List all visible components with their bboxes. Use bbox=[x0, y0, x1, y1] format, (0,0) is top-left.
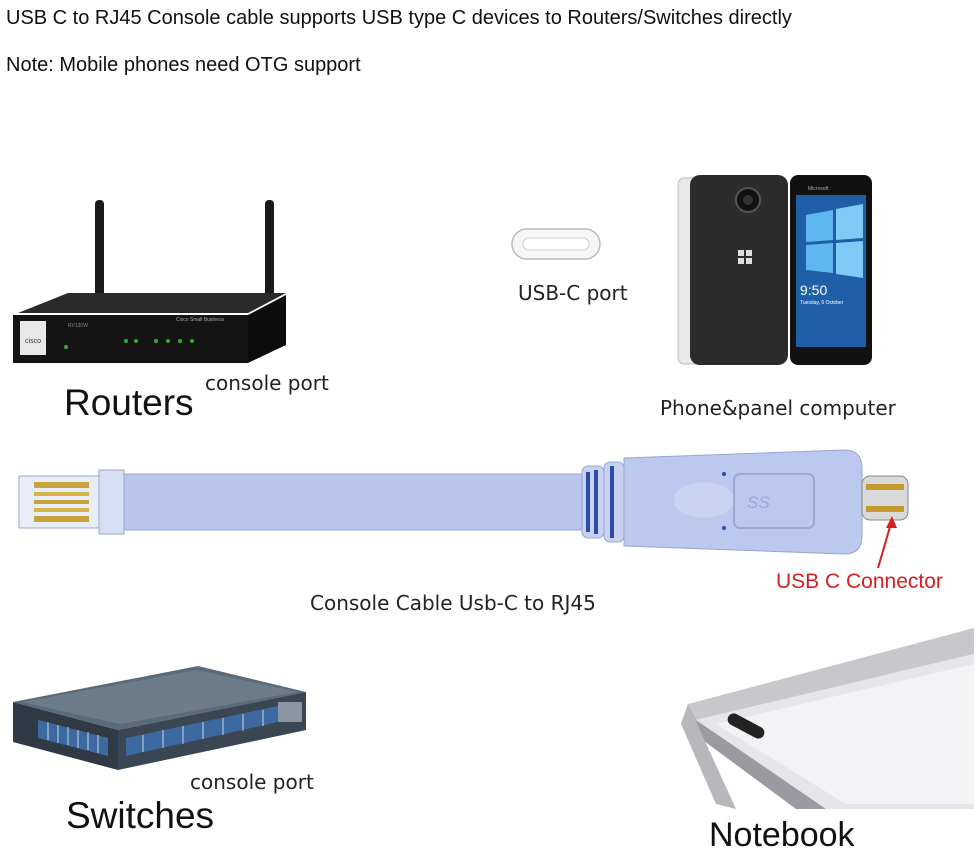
connector-arrow-icon bbox=[877, 516, 897, 569]
phone-brand-text: Microsoft bbox=[808, 186, 829, 192]
router-brand-text: Cisco Small Business bbox=[176, 317, 225, 323]
cable-label: Console Cable Usb-C to RJ45 bbox=[310, 591, 596, 615]
switch-console-port-label: console port bbox=[190, 770, 314, 794]
router-logo-text: cisco bbox=[25, 338, 41, 345]
phone-time: 9:50 bbox=[800, 282, 827, 298]
usb-c-port-icon bbox=[511, 228, 601, 260]
switch-label: Switches bbox=[66, 795, 215, 836]
phone-image: Microsoft 9:50 Tuesday, 6 October bbox=[677, 175, 872, 365]
router-model-text: RV130W bbox=[68, 323, 88, 329]
usb-c-port-label: USB-C port bbox=[518, 281, 628, 305]
notebook-label: Notebook bbox=[709, 816, 855, 854]
router-console-port-label: console port bbox=[205, 371, 329, 395]
notebook-image bbox=[681, 628, 974, 809]
cable-ss-logo: SS bbox=[747, 493, 770, 512]
router-image: cisco RV130W Cisco Small Business bbox=[13, 200, 286, 363]
usb-c-connector-label: USB C Connector bbox=[776, 570, 943, 593]
router-label: Routers bbox=[64, 382, 194, 423]
console-cable-image: SS bbox=[18, 449, 909, 555]
phone-label: Phone&panel computer bbox=[660, 396, 896, 420]
switch-image bbox=[13, 666, 306, 770]
header-line-1: USB C to RJ45 Console cable supports USB… bbox=[6, 7, 792, 29]
phone-date: Tuesday, 6 October bbox=[800, 300, 844, 306]
header-line-2: Note: Mobile phones need OTG support bbox=[6, 54, 361, 76]
